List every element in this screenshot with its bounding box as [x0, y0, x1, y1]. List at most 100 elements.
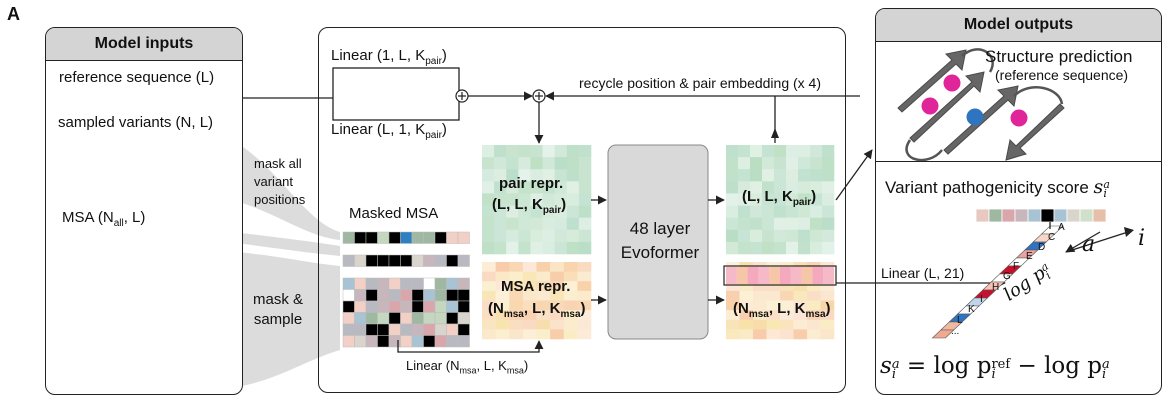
repr-tile — [822, 169, 835, 182]
repr-tile — [739, 310, 754, 321]
repr-tile — [563, 319, 578, 330]
repr-tile — [482, 169, 495, 182]
repr-tile — [726, 169, 739, 182]
repr-tile — [494, 229, 507, 243]
msa-row-cell — [780, 267, 791, 284]
repr-tile — [780, 300, 794, 311]
repr-tile — [807, 319, 821, 330]
repr-tile — [726, 241, 739, 255]
repr-tile — [577, 310, 592, 321]
score-sequence-row — [975, 208, 1107, 223]
msa-row-cell — [790, 267, 802, 284]
repr-tile — [753, 310, 767, 321]
msa-row-cell — [726, 267, 737, 284]
recycle-label: recycle position & pair embedding (x 4) — [579, 75, 822, 91]
msa-input-label: MSA (Nall, L) — [62, 209, 146, 229]
repr-tile — [807, 262, 821, 272]
msa-row-outline — [723, 265, 837, 286]
repr-tile — [542, 205, 555, 218]
repr-tile — [762, 205, 775, 218]
repr-tile — [550, 281, 565, 292]
repr-tile — [563, 281, 578, 292]
residue-letter: L — [957, 315, 963, 326]
repr-tile — [506, 229, 519, 243]
repr-tile — [793, 281, 808, 292]
repr-tile — [494, 193, 507, 206]
repr-tile — [798, 181, 811, 194]
repr-tile — [550, 290, 565, 301]
repr-tile — [786, 145, 799, 158]
repr-tile — [506, 193, 519, 206]
repr-tile — [766, 329, 781, 340]
repr-tile — [536, 319, 551, 330]
repr-tile — [793, 262, 808, 272]
repr-tile — [542, 181, 555, 194]
repr-tile — [774, 169, 787, 182]
repr-tile — [726, 145, 739, 158]
residue-dot-pink — [1010, 109, 1028, 127]
repr-tile — [518, 169, 531, 182]
repr-tile — [774, 157, 787, 170]
repr-tile — [536, 310, 551, 321]
repr-tile — [578, 193, 592, 206]
repr-tile — [494, 169, 507, 182]
repr-tile — [554, 169, 568, 182]
repr-tile — [506, 169, 519, 182]
repr-tile — [550, 271, 565, 282]
repr-tile — [798, 157, 811, 170]
repr-tile — [750, 169, 763, 182]
repr-tile — [494, 181, 507, 194]
linear-embedding-box — [332, 67, 460, 121]
repr-tile — [766, 300, 781, 311]
repr-tile — [738, 241, 751, 255]
repr-tile — [793, 300, 808, 311]
msa-row-cell — [769, 267, 780, 284]
residue-letter: C — [1048, 232, 1056, 243]
repr-tile — [780, 262, 794, 272]
repr-tile — [810, 169, 823, 182]
repr-tile — [738, 217, 751, 231]
repr-tile — [807, 300, 821, 311]
repr-tile — [554, 157, 568, 170]
repr-tile — [739, 319, 754, 330]
axis-i-label: i — [1138, 226, 1146, 251]
repr-tile — [566, 169, 580, 182]
repr-tile — [550, 319, 565, 330]
repr-tile — [566, 157, 580, 170]
repr-tile — [786, 241, 799, 255]
loop — [961, 48, 994, 73]
residue-dot-pink — [921, 97, 939, 115]
repr-tile — [820, 290, 835, 301]
repr-tile — [509, 281, 524, 292]
repr-tile — [820, 262, 835, 272]
logits-diagonal-strip — [931, 222, 1064, 339]
repr-tile — [550, 262, 565, 272]
repr-tile — [766, 281, 781, 292]
repr-tile — [518, 193, 531, 206]
repr-tile — [762, 181, 775, 194]
repr-tile — [542, 241, 555, 255]
repr-tile — [780, 319, 794, 330]
repr-tile — [482, 205, 495, 218]
repr-tile — [509, 290, 524, 301]
repr-tile — [530, 181, 543, 194]
repr-tile — [522, 300, 537, 311]
repr-tile — [550, 300, 565, 311]
repr-tile — [530, 169, 543, 182]
msa-repr-dims: (Nmsa, L, Kmsa) — [488, 300, 586, 320]
repr-tile — [810, 229, 823, 243]
repr-tile — [554, 193, 568, 206]
repr-tile — [762, 169, 775, 182]
repr-tile — [780, 329, 794, 340]
repr-tile — [810, 217, 823, 231]
repr-tile — [509, 271, 524, 282]
repr-tile — [482, 319, 496, 330]
residue-dot-blue — [966, 108, 984, 126]
repr-tile — [726, 229, 739, 243]
repr-tile — [482, 310, 496, 321]
repr-tile — [766, 310, 781, 321]
repr-tile — [577, 290, 592, 301]
linear-bottom-label: Linear (L, 1, Kpair) — [331, 121, 447, 141]
repr-tile — [807, 290, 821, 301]
repr-tile — [726, 262, 740, 272]
